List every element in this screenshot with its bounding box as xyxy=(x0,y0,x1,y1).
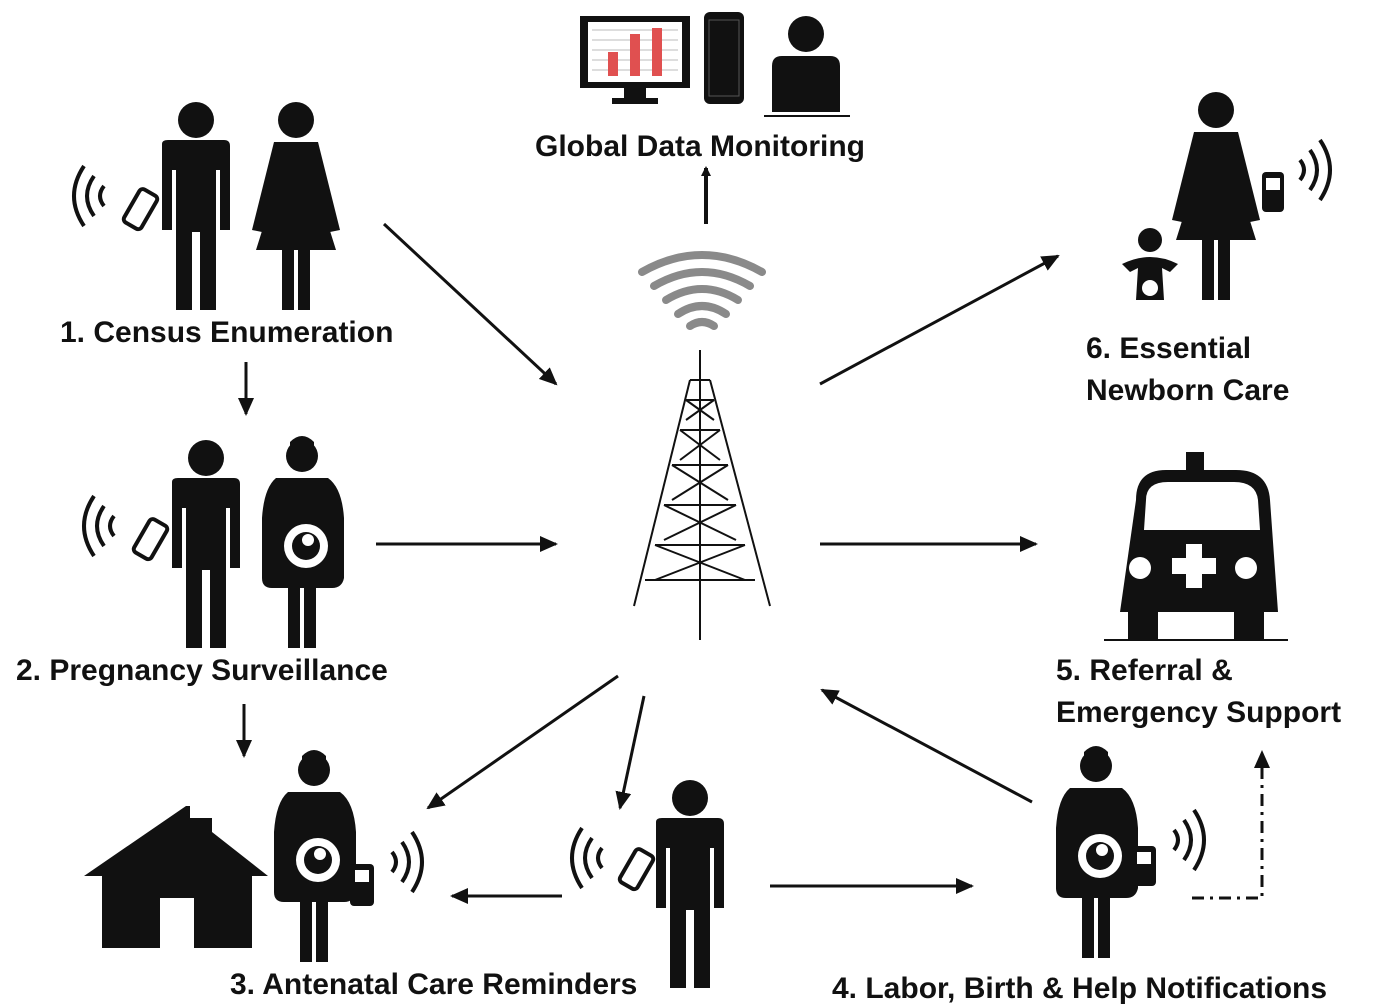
census-group xyxy=(72,102,340,310)
mobile-phone-icon xyxy=(704,12,744,104)
antenatal-woman-group xyxy=(274,750,424,962)
pregnancy-group xyxy=(82,436,344,648)
arrow-census-to-tower xyxy=(382,222,558,386)
arrow-labor-to-tower xyxy=(820,688,1033,804)
arrow-labor-to-referral xyxy=(1192,750,1270,900)
pregnant-woman-with-phone-icon xyxy=(1056,746,1138,958)
pregnancy-label: 2. Pregnancy Surveillance xyxy=(16,654,388,687)
wireless-signal-icon xyxy=(82,494,116,558)
referral-label-line2: Emergency Support xyxy=(1056,696,1341,729)
baby-icon xyxy=(1122,228,1178,300)
wireless-signal-icon xyxy=(638,251,766,330)
referral-label-line1: 5. Referral & xyxy=(1056,654,1233,687)
ambulance-icon xyxy=(1104,452,1288,641)
pregnant-woman-icon xyxy=(262,436,344,648)
labor-group xyxy=(1056,746,1206,958)
arrow-tower-to-newborn xyxy=(819,254,1060,386)
newborn-label-line2: Newborn Care xyxy=(1086,374,1289,407)
health-worker-with-phone-icon xyxy=(656,780,724,988)
cell-tower-icon xyxy=(633,350,771,640)
pregnant-woman-with-phone-icon xyxy=(274,750,356,962)
census-label: 1. Census Enumeration xyxy=(60,316,393,349)
newborn-group xyxy=(1122,92,1332,300)
user-icon xyxy=(764,16,850,117)
arrow-tower-to-antenatal-woman xyxy=(426,674,619,810)
woman-icon xyxy=(252,102,340,310)
monitoring-label: Global Data Monitoring xyxy=(535,130,865,163)
newborn-label-line1: 6. Essential xyxy=(1086,332,1251,365)
man-with-phone-icon xyxy=(172,440,240,648)
health-worker-group xyxy=(570,780,724,988)
monitor-bar-chart-icon xyxy=(580,16,690,104)
man-with-phone-icon xyxy=(162,102,230,310)
antenatal-label: 3. Antenatal Care Reminders xyxy=(230,968,637,1001)
house-icon xyxy=(84,806,268,948)
arrow-tower-to-health-worker xyxy=(615,695,646,810)
labor-label: 4. Labor, Birth & Help Notifications xyxy=(832,972,1327,1005)
wireless-signal-icon xyxy=(72,164,106,228)
mother-with-phone-icon xyxy=(1172,92,1260,300)
